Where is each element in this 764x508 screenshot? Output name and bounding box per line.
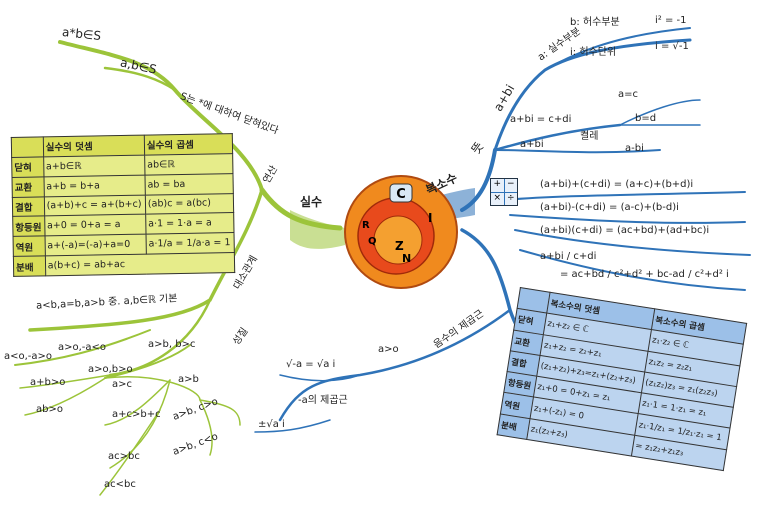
- table-cell: 실수의 곱셈: [144, 133, 233, 155]
- table-cell: a+0 = 0+a = a: [44, 214, 146, 237]
- table-cell: 닫혀: [11, 156, 44, 178]
- center-c: C: [396, 187, 406, 202]
- number-set-center: C R Q Z N I: [344, 175, 458, 289]
- table-cell: a(b+c) = ab+ac: [45, 252, 235, 276]
- table-cell: 분배: [13, 255, 46, 277]
- plus-minus: ±√a i: [258, 419, 285, 430]
- table-cell: 교환: [11, 176, 45, 197]
- i-squared: i² = -1: [655, 15, 687, 26]
- table-cell: ab = ba: [144, 173, 234, 195]
- sqrt-eq: √-a = √a i: [286, 359, 336, 370]
- imag-unit: i: 허수단위: [570, 47, 617, 58]
- neg-sqrt: -a의 제곱근: [298, 395, 348, 406]
- table-cell: a·1 = 1·a = a: [145, 212, 235, 235]
- conj-right: a-bi: [625, 143, 644, 154]
- item-ac-gt: ac>bc: [108, 451, 140, 462]
- table-cell: (ab)c = a(bc): [145, 193, 234, 215]
- table-cell: a+(-a)=(-a)+a=0: [44, 234, 147, 256]
- item-ab-prod: ab>o: [36, 404, 63, 415]
- op-div-lhs: a+bi / c+di: [540, 251, 597, 262]
- item-ab-sum: a+b>o: [30, 377, 66, 388]
- table-cell: a·1/a = 1/a·a = 1: [145, 232, 235, 255]
- item-a-gt: a>o,-a<o: [58, 342, 107, 353]
- table-cell: a+b = b+a: [43, 174, 146, 197]
- item-ac-bc: a+c>b+c: [112, 409, 161, 420]
- set-label-1: a*b∈S: [61, 24, 102, 44]
- equality: a+bi = c+di: [510, 114, 572, 125]
- table-cell: a+b∈ℝ: [43, 154, 145, 177]
- op-mul: (a+bi)(c+di) = (ac+bd)+(ad+bc)i: [540, 225, 710, 236]
- table-cell: 항등원: [12, 216, 45, 237]
- table-cell: (a+b)+c = a+(b+c): [44, 194, 146, 217]
- item-a-c: a>c: [112, 379, 133, 390]
- imag-part: b: 허수부분: [570, 17, 620, 28]
- svg-text:R: R: [362, 220, 370, 231]
- item-ab-gt: a>o,b>o: [88, 364, 133, 375]
- table-cell: 결합: [12, 196, 45, 217]
- operations-icon: + − × ÷: [490, 178, 518, 206]
- table-cell: 역원: [13, 236, 46, 257]
- i-sqrt: i = √-1: [655, 41, 689, 52]
- op-sub: (a+bi)-(c+di) = (a-c)+(b-d)i: [540, 202, 679, 213]
- table-cell: [11, 136, 44, 158]
- conjugate-label: 켤레: [580, 131, 599, 142]
- item-ab2: a>b: [178, 374, 199, 385]
- svg-text:Z: Z: [395, 239, 404, 253]
- op-add: (a+bi)+(c+di) = (a+c)+(b+d)i: [540, 179, 694, 190]
- real-label: 실수: [300, 195, 323, 209]
- conj-left: a+bi: [520, 139, 544, 150]
- b-eq-d: b=d: [635, 113, 657, 124]
- table-cell: 분배: [497, 413, 530, 440]
- left-wedge: [290, 210, 345, 249]
- table-cell: ab∈ℝ: [144, 153, 233, 175]
- table-cell: 실수의 덧셈: [42, 135, 145, 157]
- sqrt-cond: a>o: [378, 344, 399, 355]
- svg-text:N: N: [402, 252, 411, 265]
- svg-text:I: I: [428, 211, 432, 225]
- item-a-neg: a<o,-a>o: [4, 351, 53, 362]
- op-div-rhs: = ac+bd / c²+d² + bc-ad / c²+d² i: [560, 269, 729, 280]
- item-ac-lt: ac<bc: [104, 479, 136, 490]
- item-ab-c: a>b, b>c: [148, 339, 196, 350]
- a-eq-c: a=c: [618, 89, 639, 100]
- svg-text:Q: Q: [368, 236, 377, 247]
